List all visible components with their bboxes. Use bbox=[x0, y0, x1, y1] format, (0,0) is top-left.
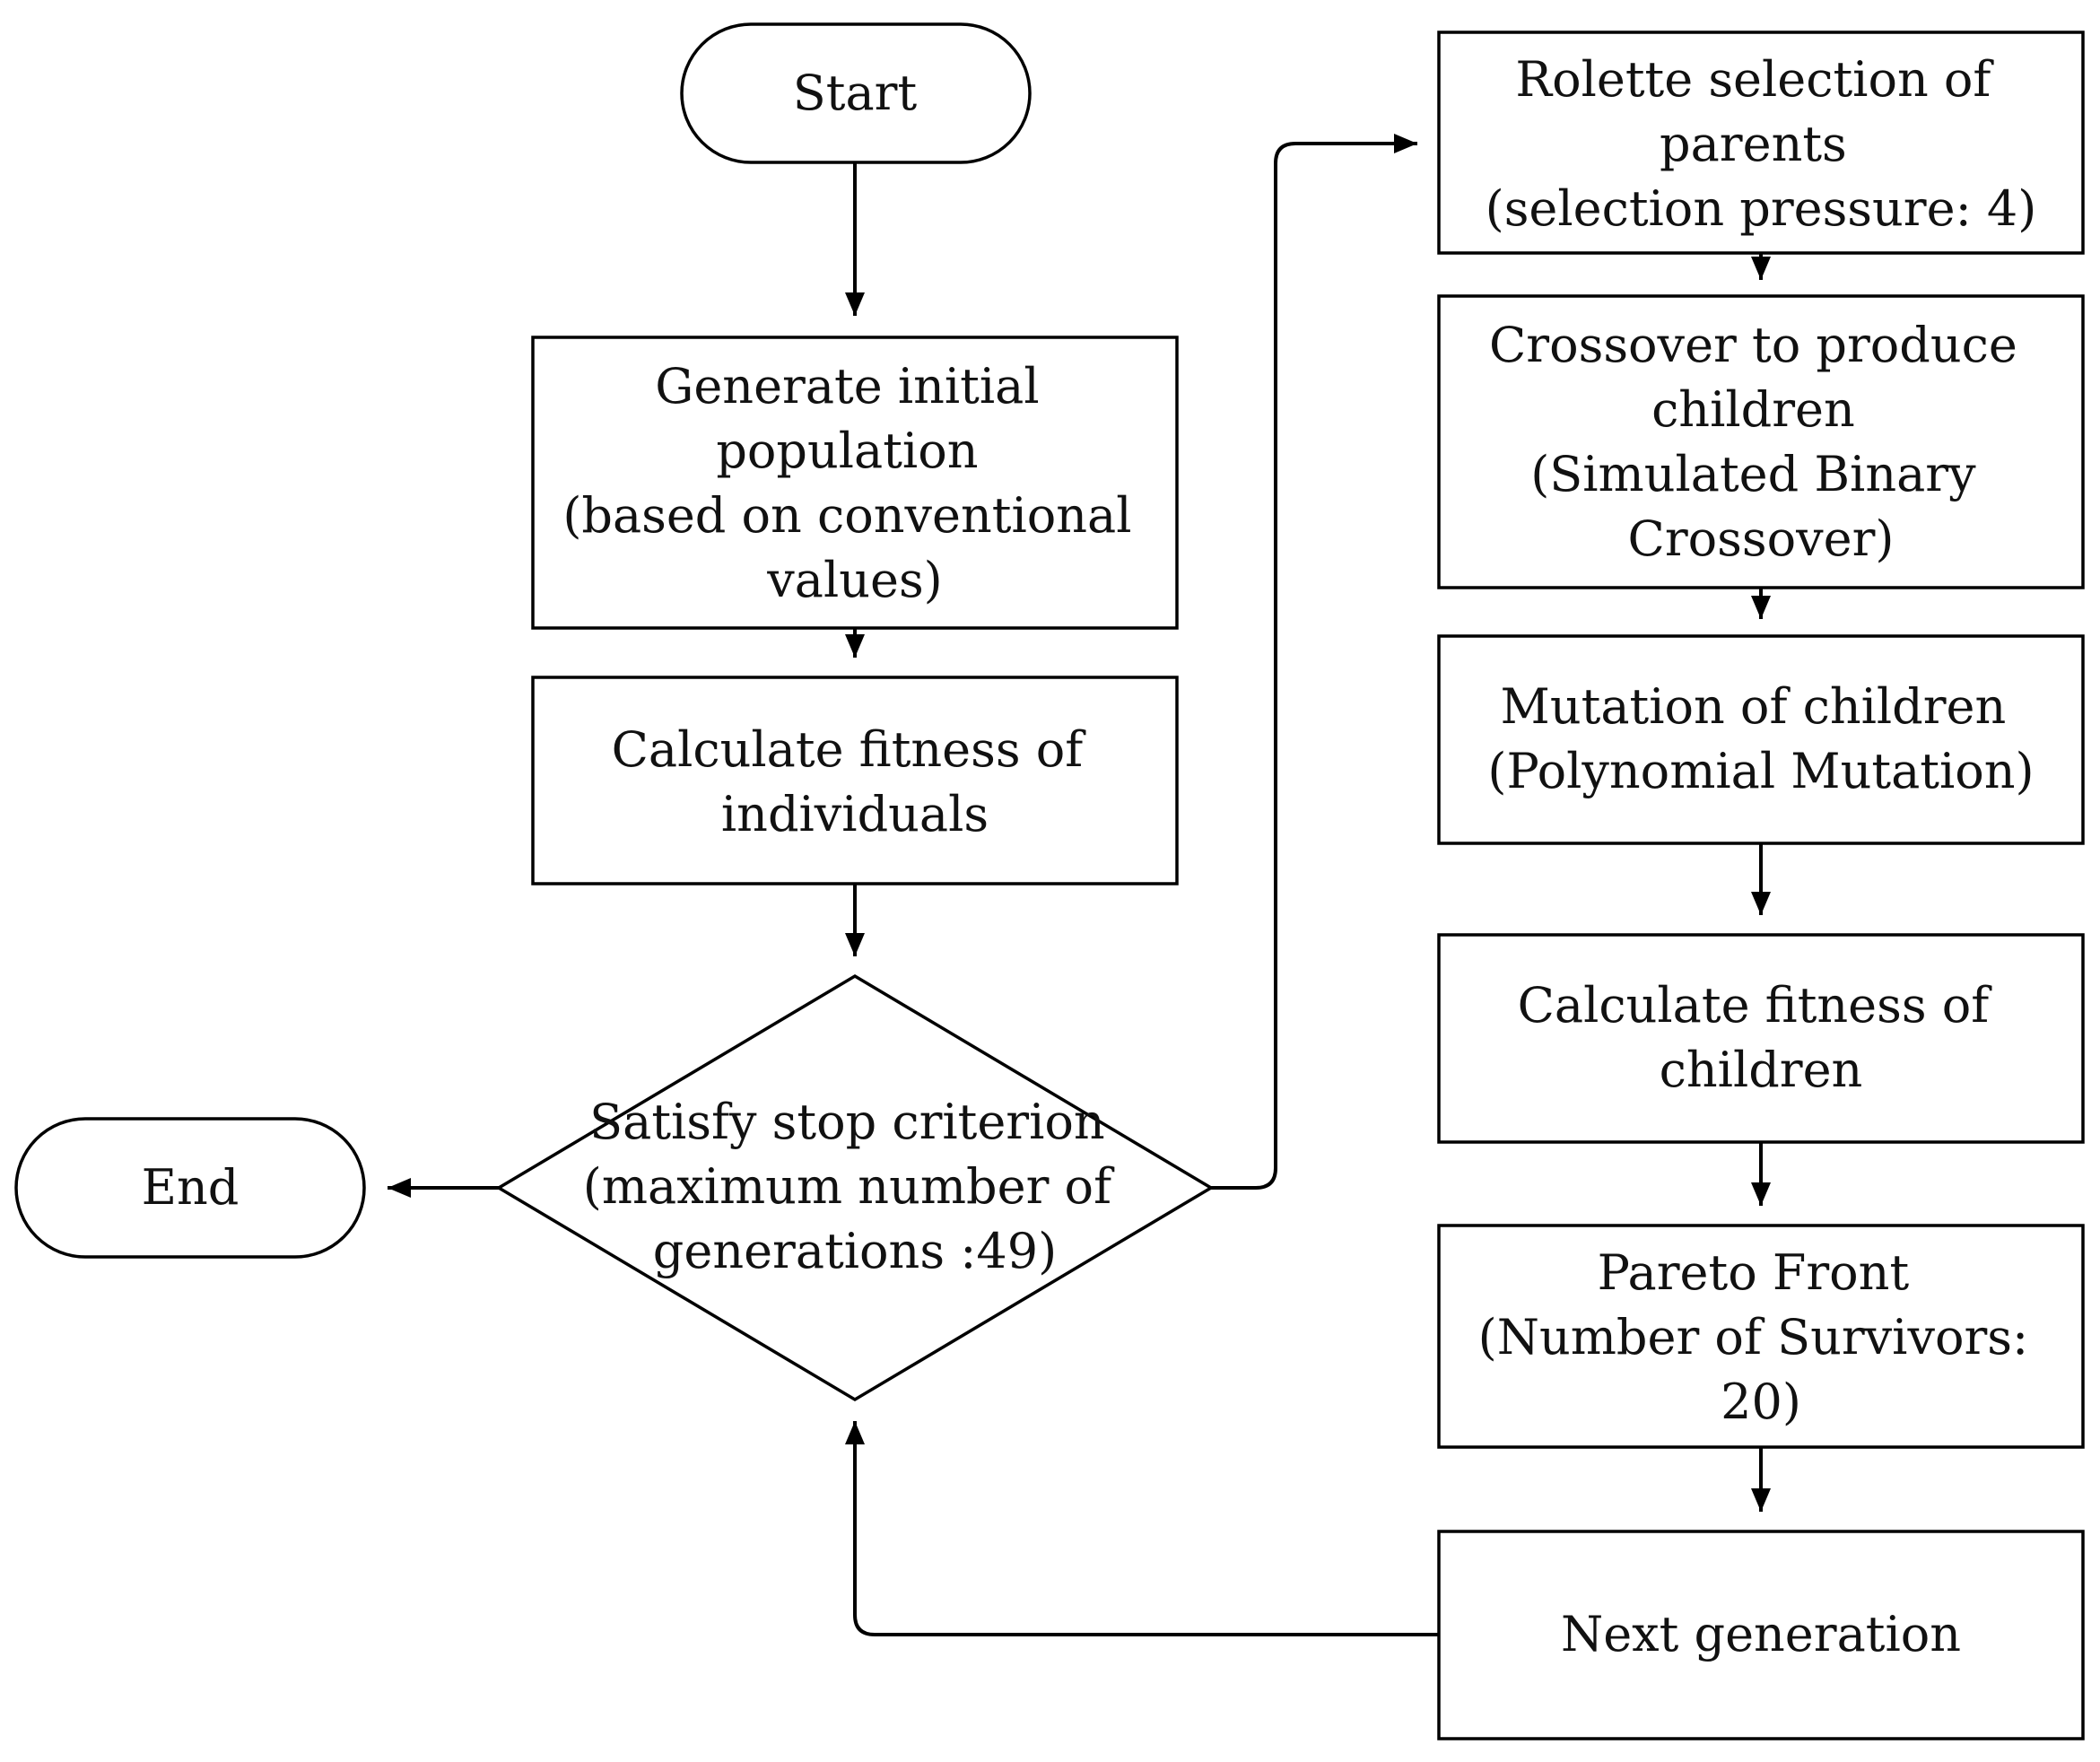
selection-line-1: Rolette selection of bbox=[1515, 51, 1994, 108]
fitness-children-label: Calculate fitness of children bbox=[1518, 977, 2005, 1098]
arrow-generate-to-fitness-head bbox=[845, 634, 865, 658]
generate-line-1: Generate initial bbox=[655, 358, 1039, 414]
pareto-line-3: 20) bbox=[1721, 1374, 1801, 1430]
end-line: End bbox=[142, 1159, 240, 1216]
mutation-box bbox=[1437, 634, 2085, 845]
arrow-fitness-to-stop-head bbox=[845, 933, 865, 956]
crossover-line-2: children bbox=[1651, 381, 1855, 438]
arrow-selection-to-crossover-head bbox=[1751, 257, 1771, 280]
fitness-children-box bbox=[1437, 933, 2085, 1144]
fitness-children-line-2: children bbox=[1660, 1042, 1863, 1098]
pareto-line-2: (Number of Survivors: bbox=[1478, 1309, 2029, 1365]
arrow-stop-to-selection-head bbox=[1394, 134, 1417, 153]
crossover-line-3: (Simulated Binary bbox=[1530, 446, 1976, 502]
arrow-stop-to-selection bbox=[1211, 142, 1417, 1190]
mutation-line-1: Mutation of children bbox=[1501, 678, 2007, 735]
arrow-fitness-children-to-pareto-head bbox=[1751, 1182, 1771, 1206]
stop-criterion-label: Satisfy stop criterion (maximum number o… bbox=[583, 1094, 1127, 1279]
connectors bbox=[388, 134, 1771, 1636]
crossover-line-1: Crossover to produce bbox=[1489, 317, 2017, 373]
end-label: End bbox=[142, 1159, 240, 1216]
next-generation-box bbox=[1437, 1530, 2085, 1740]
arrow-crossover-to-mutation-head bbox=[1751, 596, 1771, 619]
selection-line-2: parents bbox=[1660, 116, 1847, 172]
end-terminal bbox=[14, 1117, 366, 1259]
start-line: Start bbox=[793, 65, 918, 121]
arrow-pareto-to-next-generation-head bbox=[1751, 1488, 1771, 1512]
stop-line-1: Satisfy stop criterion bbox=[589, 1094, 1105, 1150]
next-generation-label: Next generation bbox=[1561, 1606, 1961, 1662]
arrow-start-to-generate-head bbox=[845, 292, 865, 316]
generate-population-box bbox=[531, 336, 1179, 630]
parent-selection-label: Rolette selection of parents (selection … bbox=[1486, 51, 2037, 237]
start-label: Start bbox=[793, 65, 918, 121]
pareto-front-label: Pareto Front (Number of Survivors: 20) bbox=[1478, 1244, 2044, 1430]
crossover-box bbox=[1437, 294, 2085, 589]
stop-line-3: generations :49) bbox=[653, 1223, 1057, 1279]
fitness-individuals-box bbox=[531, 676, 1179, 885]
fitness-individuals-line-2: individuals bbox=[721, 786, 989, 842]
stop-criterion-diamond bbox=[495, 973, 1215, 1402]
crossover-line-4: Crossover) bbox=[1628, 510, 1895, 567]
fitness-individuals-label: Calculate fitness of individuals bbox=[612, 721, 1099, 842]
fitness-individuals-line-1: Calculate fitness of bbox=[612, 721, 1087, 778]
arrow-next-generation-to-stop-head bbox=[845, 1421, 865, 1444]
mutation-label: Mutation of children (Polynomial Mutatio… bbox=[1487, 678, 2034, 799]
next-generation-line: Next generation bbox=[1561, 1606, 1961, 1662]
selection-line-3: (selection pressure: 4) bbox=[1486, 180, 2037, 237]
parent-selection-box bbox=[1437, 31, 2085, 255]
generate-line-2: population bbox=[716, 423, 978, 479]
crossover-label: Crossover to produce children (Simulated… bbox=[1489, 317, 2033, 567]
fitness-children-line-1: Calculate fitness of bbox=[1518, 977, 1993, 1034]
generate-population-label: Generate initial population (based on co… bbox=[562, 358, 1146, 608]
pareto-front-box bbox=[1437, 1224, 2085, 1449]
arrow-mutation-to-fitness-children-head bbox=[1751, 892, 1771, 915]
stop-line-2: (maximum number of bbox=[583, 1158, 1115, 1215]
arrow-stop-to-end-head bbox=[388, 1178, 411, 1198]
arrow-next-generation-to-stop bbox=[853, 1421, 1439, 1636]
generate-line-4: values) bbox=[766, 552, 943, 608]
mutation-line-2: (Polynomial Mutation) bbox=[1487, 743, 2034, 799]
generate-line-3: (based on conventional bbox=[562, 487, 1131, 544]
pareto-line-1: Pareto Front bbox=[1598, 1244, 1910, 1301]
